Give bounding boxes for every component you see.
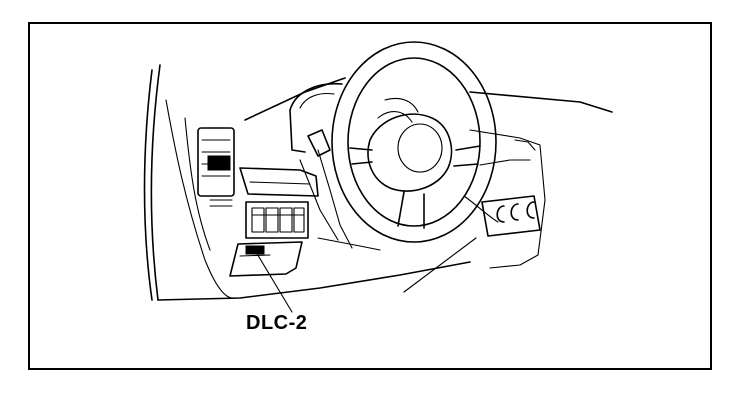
dashboard-outline bbox=[157, 77, 613, 301]
steering-wheel bbox=[331, 41, 499, 243]
steering-column bbox=[299, 149, 381, 251]
dlc2-callout-label: DLC-2 bbox=[246, 312, 308, 334]
instrument-cluster bbox=[289, 82, 419, 157]
dlc2-connector bbox=[245, 245, 265, 255]
switch-panel bbox=[239, 167, 319, 239]
climate-knobs bbox=[481, 195, 541, 237]
figure-frame bbox=[28, 22, 712, 370]
leader-lines bbox=[255, 237, 477, 313]
a-pillar bbox=[143, 64, 236, 301]
lower-panel bbox=[229, 241, 303, 277]
dlc2-leader-line bbox=[255, 251, 293, 313]
side-vent bbox=[197, 127, 235, 207]
